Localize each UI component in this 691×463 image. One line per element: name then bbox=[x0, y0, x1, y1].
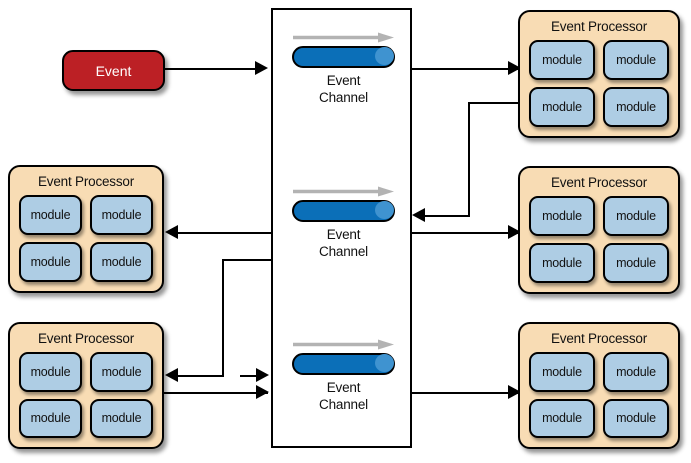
event-box: Event bbox=[62, 50, 165, 91]
channel-label: Event Channel bbox=[319, 380, 368, 412]
module-grid: module module module module bbox=[529, 40, 669, 127]
module-box[interactable]: module bbox=[603, 243, 669, 283]
module-box[interactable]: module bbox=[529, 87, 595, 127]
channel-pipe bbox=[292, 46, 395, 68]
module-box[interactable]: module bbox=[529, 40, 595, 80]
module-box[interactable]: module bbox=[603, 352, 669, 392]
module-box[interactable]: module bbox=[19, 352, 82, 392]
channel-pipe bbox=[292, 353, 395, 375]
module-box[interactable]: module bbox=[603, 398, 669, 438]
module-box[interactable]: module bbox=[90, 398, 153, 438]
processor-title: Event Processor bbox=[37, 331, 135, 346]
pipe-cap bbox=[375, 47, 394, 65]
module-box[interactable]: module bbox=[529, 196, 595, 236]
module-grid: module module module module bbox=[529, 196, 669, 283]
pipe-cap bbox=[375, 201, 394, 219]
flow-arrow-icon bbox=[293, 339, 394, 350]
event-processor-top-right[interactable]: Event Processor module module module mod… bbox=[518, 10, 680, 138]
event-processor-bottom-left[interactable]: Event Processor module module module mod… bbox=[8, 322, 164, 449]
module-grid: module module module module bbox=[529, 352, 669, 438]
processor-title: Event Processor bbox=[550, 175, 648, 190]
module-grid: module module module module bbox=[19, 195, 153, 282]
channel-label: Event Channel bbox=[319, 227, 368, 259]
pipe-cap bbox=[375, 354, 394, 372]
event-processor-middle-left[interactable]: Event Processor module module module mod… bbox=[8, 165, 164, 293]
event-processor-bottom-right[interactable]: Event Processor module module module mod… bbox=[518, 322, 680, 449]
module-box[interactable]: module bbox=[603, 87, 669, 127]
processor-title: Event Processor bbox=[37, 174, 135, 189]
event-label: Event bbox=[95, 62, 132, 79]
module-box[interactable]: module bbox=[19, 398, 82, 438]
processor-title: Event Processor bbox=[550, 19, 648, 34]
flow-arrow-icon bbox=[293, 32, 394, 43]
module-box[interactable]: module bbox=[90, 352, 153, 392]
module-box[interactable]: module bbox=[529, 398, 595, 438]
module-box[interactable]: module bbox=[603, 40, 669, 80]
channel-pipe bbox=[292, 200, 395, 222]
module-grid: module module module module bbox=[19, 352, 153, 438]
processor-title: Event Processor bbox=[550, 331, 648, 346]
module-box[interactable]: module bbox=[603, 196, 669, 236]
module-box[interactable]: module bbox=[90, 195, 153, 235]
module-box[interactable]: module bbox=[529, 352, 595, 392]
module-box[interactable]: module bbox=[90, 242, 153, 282]
flow-arrow-icon bbox=[293, 186, 394, 197]
module-box[interactable]: module bbox=[19, 242, 82, 282]
module-box[interactable]: module bbox=[529, 243, 595, 283]
event-processor-middle-right[interactable]: Event Processor module module module mod… bbox=[518, 166, 680, 294]
event-channel-container: Event Channel Event Channel bbox=[271, 8, 412, 448]
module-box[interactable]: module bbox=[19, 195, 82, 235]
channel-label: Event Channel bbox=[319, 73, 368, 105]
